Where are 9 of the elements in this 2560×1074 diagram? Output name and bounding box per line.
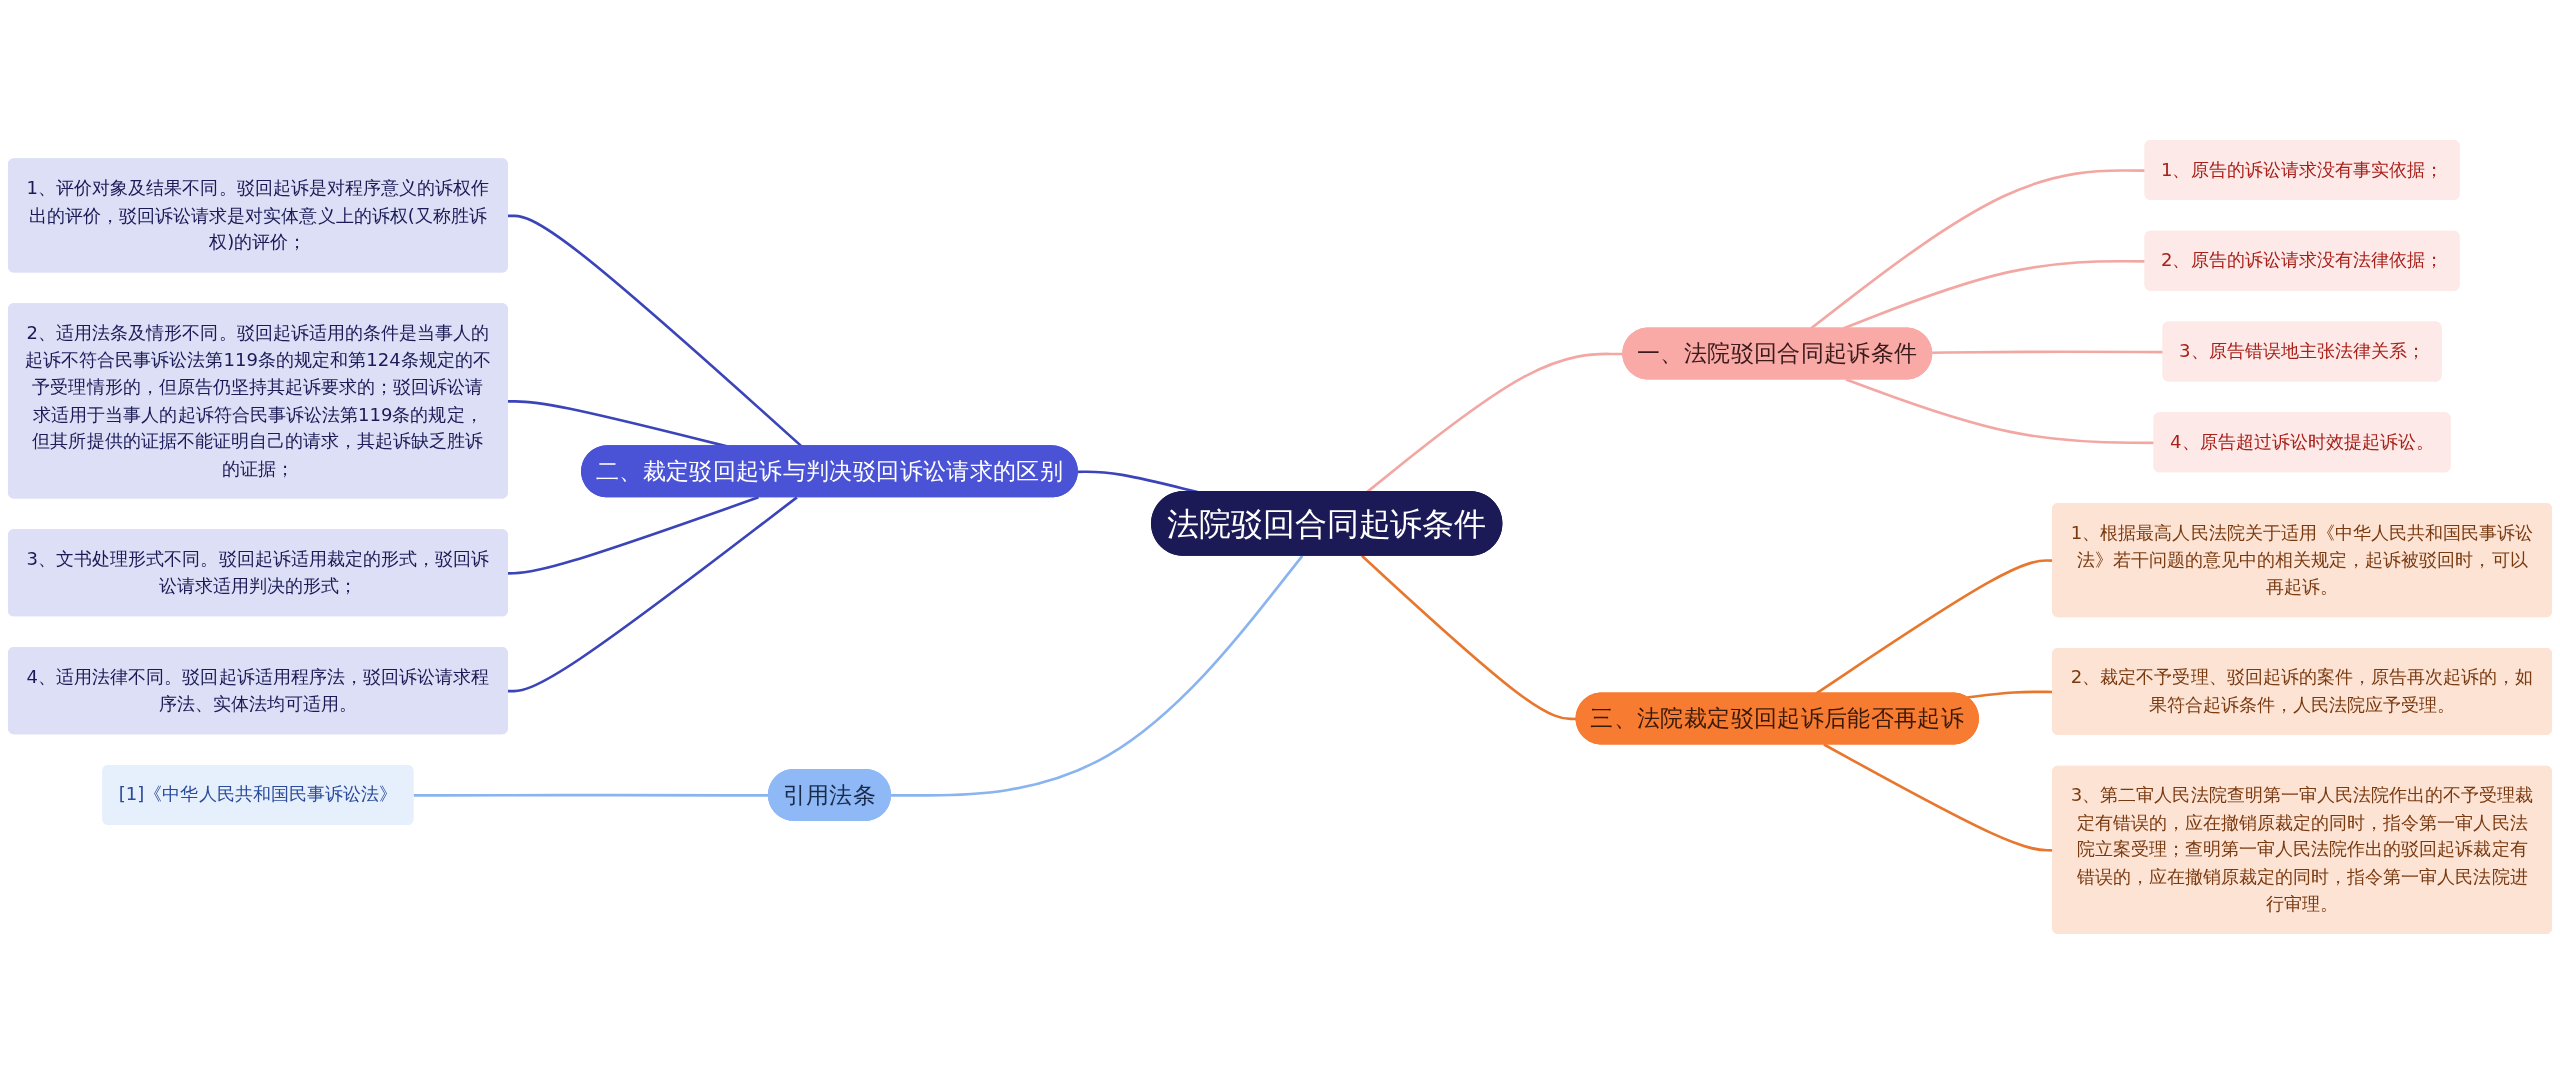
- connector: [1842, 259, 2146, 330]
- connector: [891, 555, 1304, 797]
- connector: [1932, 350, 2164, 355]
- connector: [1361, 554, 1577, 721]
- connector: [507, 496, 798, 693]
- connector: [1845, 378, 2155, 445]
- connector: [507, 496, 759, 575]
- connector: [413, 793, 769, 797]
- connector: [1810, 169, 2146, 330]
